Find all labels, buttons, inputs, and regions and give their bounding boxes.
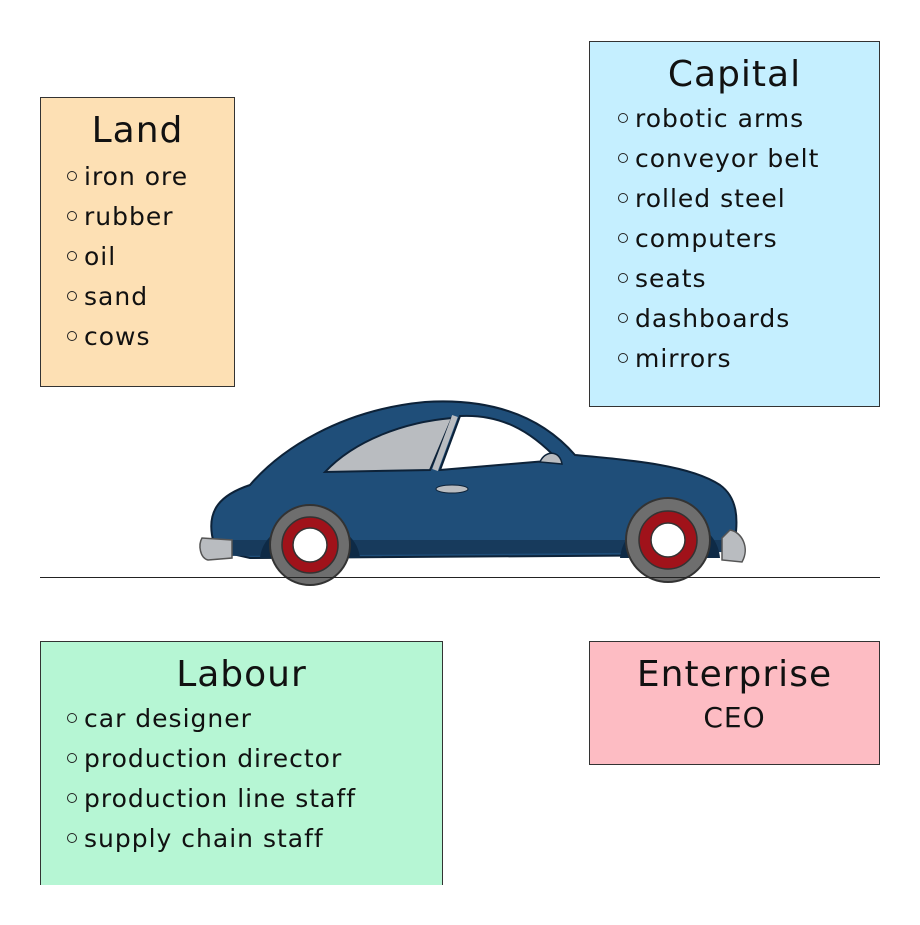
list-item-label: cows [84, 322, 151, 351]
bullet-icon [618, 353, 628, 363]
list-item: production line staff [67, 779, 442, 819]
list-item-label: computers [635, 224, 778, 253]
list-item: supply chain staff [67, 819, 442, 859]
bullet-icon [67, 291, 77, 301]
land-title: Land [91, 110, 184, 151]
bullet-icon [67, 171, 77, 181]
car-wheel-front [625, 497, 711, 583]
list-item: rolled steel [618, 179, 879, 219]
list-item: conveyor belt [618, 139, 879, 179]
enterprise-box: Enterprise CEO [589, 641, 880, 765]
bullet-icon [67, 251, 77, 261]
car-body [210, 400, 738, 560]
car-mirror [538, 452, 563, 465]
list-item: sand [67, 277, 234, 317]
list-item-label: production line staff [84, 784, 357, 813]
list-item-label: seats [635, 264, 707, 293]
bullet-icon [618, 273, 628, 283]
list-item: dashboards [618, 299, 879, 339]
capital-box: Capital robotic arms conveyor belt rolle… [589, 41, 880, 407]
bullet-icon [67, 793, 77, 803]
bullet-icon [67, 331, 77, 341]
labour-box: Labour car designer production director … [40, 641, 443, 885]
enterprise-title: Enterprise [636, 654, 833, 695]
labour-list: car designer production director product… [41, 699, 442, 859]
list-item-label: conveyor belt [635, 144, 820, 173]
list-item-label: rubber [84, 202, 174, 231]
list-item-label: oil [84, 242, 117, 271]
list-item-label: production director [84, 744, 343, 773]
car-wheel-rear [269, 504, 351, 586]
car-front-bumper [721, 529, 746, 563]
car-rear-bumper [199, 537, 233, 561]
list-item: seats [618, 259, 879, 299]
list-item: iron ore [67, 157, 234, 197]
list-item: computers [618, 219, 879, 259]
land-list: iron ore rubber oil sand cows [41, 157, 234, 357]
list-item: cows [67, 317, 234, 357]
bullet-icon [618, 153, 628, 163]
bullet-icon [618, 193, 628, 203]
bullet-icon [618, 233, 628, 243]
car-door-handle [435, 484, 469, 494]
list-item: robotic arms [618, 99, 879, 139]
capital-list: robotic arms conveyor belt rolled steel … [590, 99, 879, 379]
list-item-label: car designer [84, 704, 252, 733]
ground-line [40, 577, 880, 578]
list-item: rubber [67, 197, 234, 237]
list-item-label: mirrors [635, 344, 732, 373]
capital-title: Capital [667, 54, 802, 95]
list-item: mirrors [618, 339, 879, 379]
list-item: production director [67, 739, 442, 779]
land-box: Land iron ore rubber oil sand cows [40, 97, 235, 387]
bullet-icon [618, 113, 628, 123]
bullet-icon [67, 753, 77, 763]
list-item-label: iron ore [84, 162, 189, 191]
bullet-icon [67, 211, 77, 221]
list-item-label: robotic arms [635, 104, 805, 133]
list-item-label: dashboards [635, 304, 791, 333]
bullet-icon [67, 833, 77, 843]
car-icon [199, 400, 746, 586]
list-item-label: sand [84, 282, 149, 311]
list-item-label: supply chain staff [84, 824, 324, 853]
list-item: oil [67, 237, 234, 277]
enterprise-subtitle: CEO [703, 701, 766, 734]
bullet-icon [67, 713, 77, 723]
bullet-icon [618, 313, 628, 323]
labour-title: Labour [176, 654, 307, 695]
list-item: car designer [67, 699, 442, 739]
list-item-label: rolled steel [635, 184, 786, 213]
